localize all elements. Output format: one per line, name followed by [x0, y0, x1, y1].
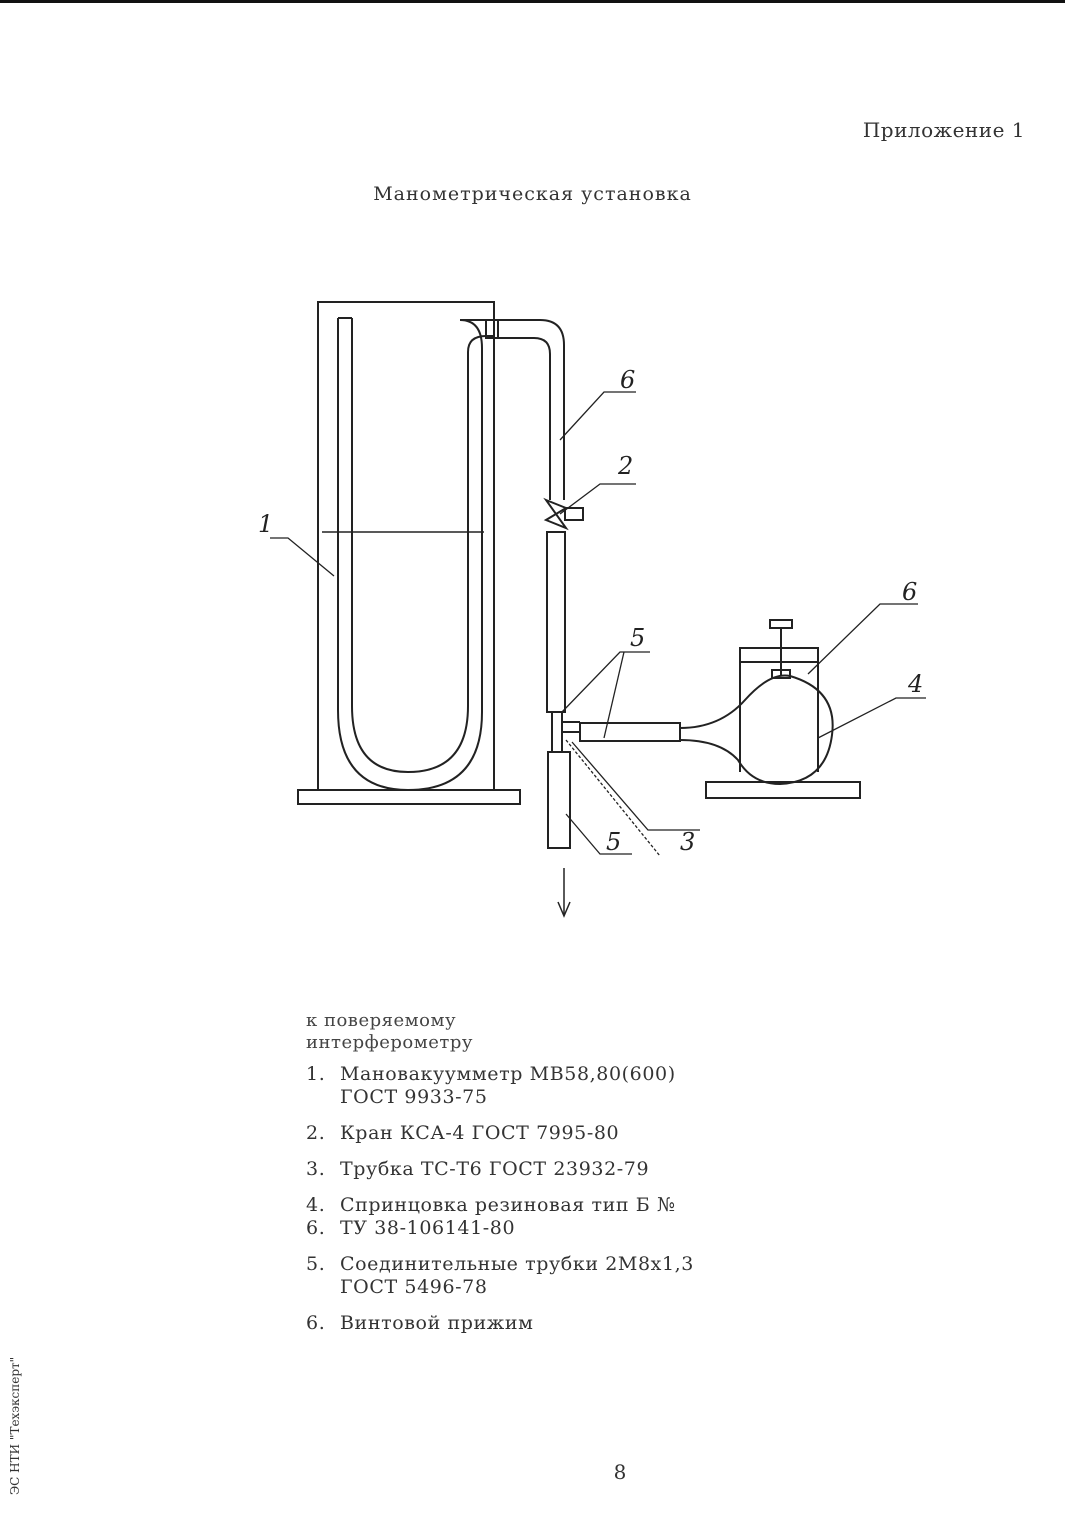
callout-6-upper: 6 [620, 366, 635, 394]
top-border-line [0, 0, 1065, 3]
legend-item: 3.Трубка ТС-Т6 ГОСТ 23932-79 [306, 1158, 650, 1180]
legend-item: 2.Кран КСА-4 ГОСТ 7995-80 [306, 1122, 620, 1144]
destination-line-2: интерферометру [306, 1032, 473, 1053]
u-tube-outer [337, 318, 494, 792]
page-title: Манометрическая установка [373, 183, 692, 205]
side-connector [579, 722, 681, 742]
destination-line-1: к поверяемому [306, 1010, 457, 1031]
u-tube-inner [351, 318, 494, 774]
legend-item: 6.ТУ 38-106141-80 [306, 1217, 516, 1239]
bent-tube-upper [498, 319, 565, 500]
callout-3: 3 [680, 828, 695, 856]
vertical-tube [546, 531, 566, 713]
appendix-label: Приложение 1 [862, 118, 1025, 142]
coupling-top [485, 319, 499, 339]
callout-5-upper: 5 [630, 624, 645, 652]
manometer-base [297, 789, 521, 805]
callout-2: 2 [617, 452, 633, 480]
screw-clamp [739, 647, 819, 772]
legend-item: 4.Спринцовка резиновая тип Б № [306, 1194, 676, 1216]
manometer-frame [317, 301, 495, 790]
legend-item: 6.Винтовой прижим [306, 1312, 534, 1334]
valve-body [543, 497, 569, 531]
legend-item: 5.Соединительные трубки 2М8х1,3 ГОСТ 549… [306, 1253, 694, 1298]
callout-6-clamp: 6 [902, 578, 917, 606]
rubber-bulb [679, 674, 834, 786]
lower-tube [547, 751, 571, 849]
legend-item: 1.Мановакуумметр МВ58,80(600) ГОСТ 9933-… [306, 1063, 676, 1108]
clamp-base [705, 781, 861, 799]
destination-note: к поверяемому интерферометру [306, 1010, 473, 1054]
callout-5-lower: 5 [606, 828, 621, 856]
page-number: 8 [613, 1460, 627, 1484]
legend-list: 1.Мановакуумметр МВ58,80(600) ГОСТ 9933-… [306, 1063, 694, 1348]
callout-1: 1 [258, 510, 273, 538]
callout-4: 4 [907, 670, 923, 698]
